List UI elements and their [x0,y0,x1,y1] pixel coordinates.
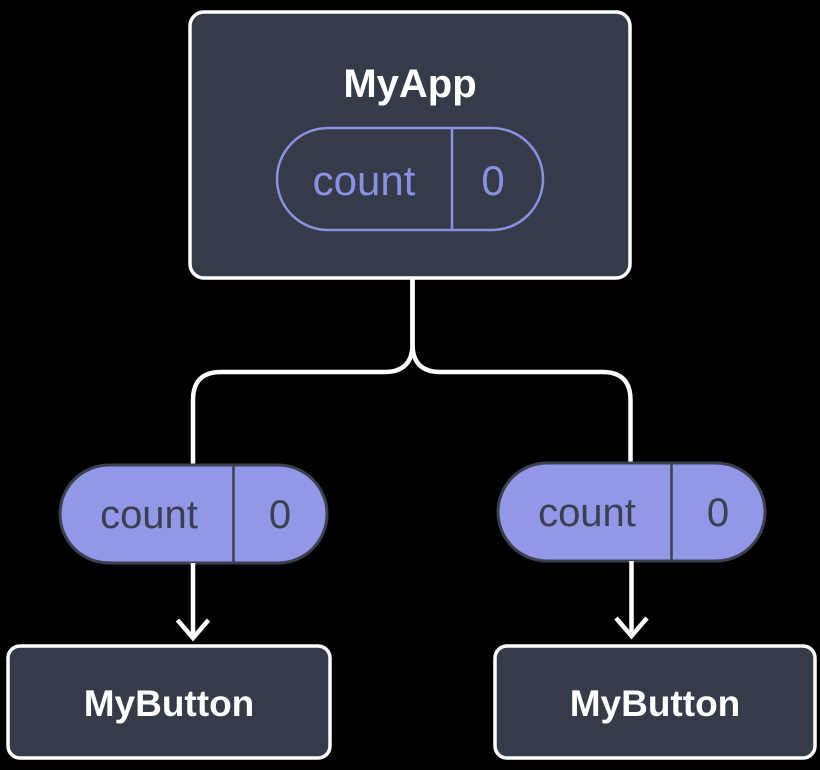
mybutton-node-left-title: MyButton [84,683,255,724]
arrow-right-head [614,616,649,640]
mybutton-node-right-title: MyButton [570,683,741,724]
connector-right-branch [410,278,633,463]
state-pill-outline [275,126,545,232]
prop-pill-right-value: 0 [707,491,729,535]
myapp-node-title: MyApp [343,62,476,106]
state-pill-value: 0 [481,157,504,204]
prop-pill-right-name: count [538,491,636,535]
mybutton-node-left: MyButton [6,644,332,760]
prop-pill-left: count 0 [58,463,329,565]
arrow-right [614,561,649,640]
prop-pill-left-name: count [100,493,198,537]
mybutton-node-left-box [6,644,332,760]
myapp-node-box [188,10,632,280]
arrow-left-head [175,618,211,642]
mybutton-node-right: MyButton [493,644,817,760]
arrow-left [175,563,211,642]
prop-pill-right: count 0 [496,461,767,563]
prop-pill-left-value: 0 [269,493,291,537]
connector-left-branch [190,278,415,465]
state-pill: count 0 [275,126,545,232]
state-pill-name: count [313,157,416,204]
mybutton-node-right-box [493,644,817,760]
myapp-node: MyApp count 0 [188,10,632,280]
tree-connector [190,278,633,465]
